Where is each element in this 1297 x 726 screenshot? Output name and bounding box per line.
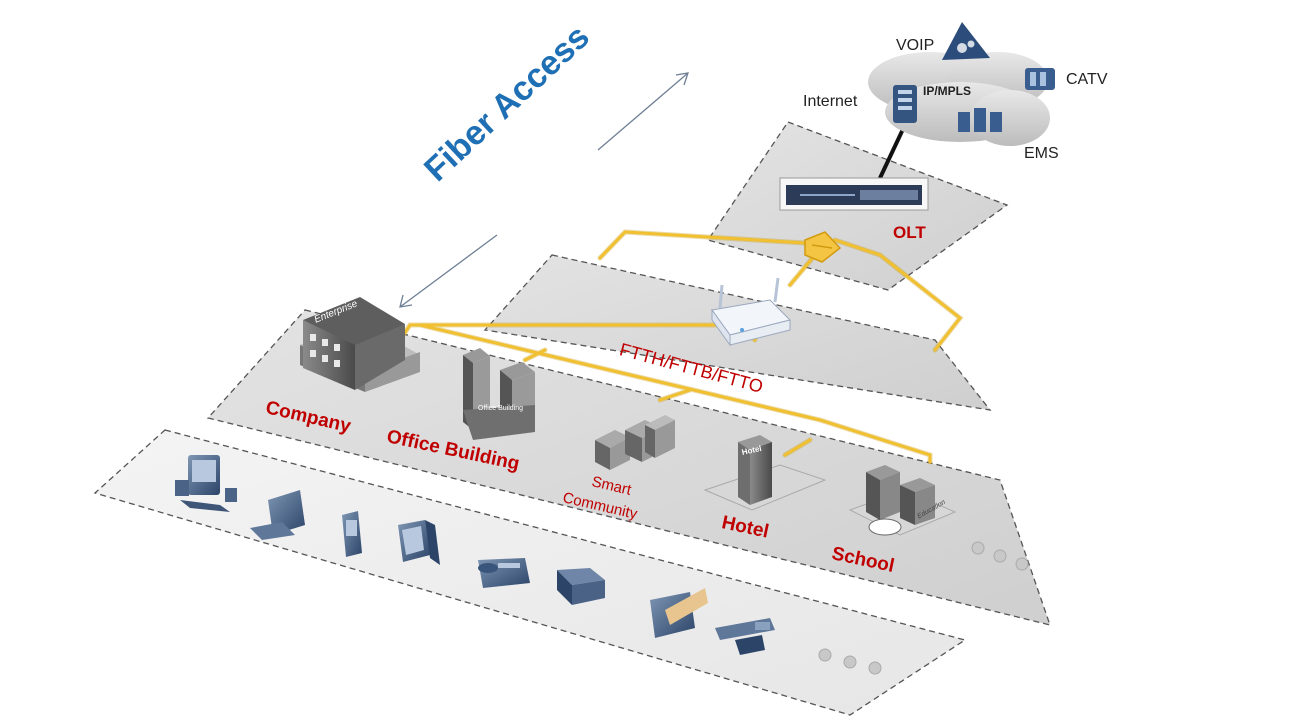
voip-server-icon — [942, 22, 990, 60]
splitter-icon — [804, 231, 842, 263]
school-building-icon — [848, 465, 957, 536]
smart-community-icon — [595, 415, 675, 470]
video-terminal-icon — [175, 455, 237, 512]
phone-icon — [478, 558, 530, 588]
fiber-access-arrow — [399, 72, 689, 308]
printer-icon — [557, 568, 605, 605]
more-buildings-dots — [971, 541, 1029, 571]
office-building-sign: Office Building — [478, 405, 524, 412]
more-devices-dots — [818, 648, 882, 675]
catv-label: CATV — [1066, 71, 1108, 88]
office-building-icon — [463, 348, 535, 440]
pda-icon — [342, 511, 362, 557]
laptop-icon — [250, 490, 305, 540]
ems-label: EMS — [1024, 145, 1059, 162]
olt-label: OLT — [893, 223, 926, 242]
company-building-icon — [300, 297, 420, 392]
camera-icon — [715, 618, 775, 655]
voip-label: VOIP — [896, 37, 935, 54]
ont-router-icon — [711, 277, 791, 347]
ems-server-icon — [958, 108, 1002, 132]
card-reader-icon — [650, 588, 708, 638]
internet-label: Internet — [803, 93, 858, 110]
hotel-building-icon — [703, 435, 827, 511]
desktop-pc-icon — [398, 520, 440, 565]
ip-mpls-label: IP/MPLS — [923, 84, 972, 98]
premises-plane — [206, 309, 1052, 626]
catv-server-icon — [1025, 68, 1055, 90]
internet-router-icon — [893, 85, 917, 123]
olt-device-icon — [779, 177, 929, 211]
